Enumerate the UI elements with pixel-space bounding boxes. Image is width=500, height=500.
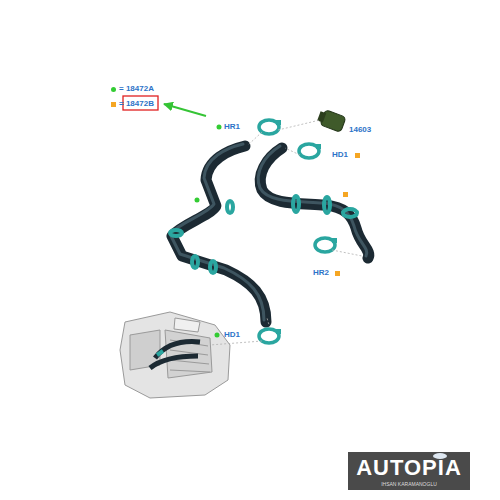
hose-clamps: [170, 196, 357, 273]
callout-number: HD1: [224, 331, 240, 339]
logo-text: AUTOPIA: [356, 457, 462, 479]
legend-swatch: [111, 102, 116, 107]
pointer-arrow: [164, 104, 206, 116]
logo-ground: [348, 452, 470, 490]
part-14603: [317, 110, 346, 133]
hose-18472b: [258, 146, 369, 258]
logo-subtext: IHSAN KARAMANOGLU: [381, 482, 437, 487]
legend-text: = 18472A: [119, 85, 154, 93]
callout-number: HR1: [224, 123, 240, 131]
loose-clamps: [259, 120, 335, 343]
heater-unit: [120, 312, 230, 398]
callout-number: HR2: [313, 269, 329, 277]
callout-marks: [195, 125, 361, 338]
legend-text: = 18472B: [119, 100, 154, 108]
callout-number: HD1: [332, 151, 348, 159]
callout-number: 14603: [349, 126, 371, 134]
legend-swatch: [111, 87, 116, 92]
leader-lines: [210, 120, 362, 345]
hose-18472a: [170, 144, 266, 322]
